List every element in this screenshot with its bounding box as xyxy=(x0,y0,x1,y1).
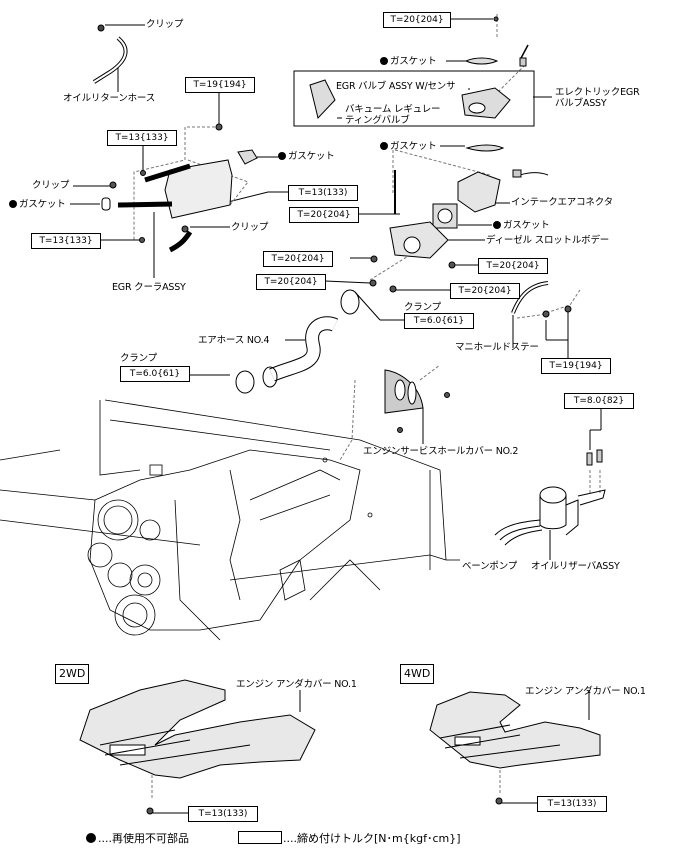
legend-non-reusable-text: ....再使用不可部品 xyxy=(98,832,189,845)
non-reusable-icon xyxy=(380,57,388,65)
gasket-text: ガスケット xyxy=(390,56,437,67)
label-clamp-upper: クランプ xyxy=(404,302,441,313)
label-oil-reservoir: オイルリザーバASSY xyxy=(531,561,620,572)
non-reusable-icon xyxy=(493,221,501,229)
clip-drawing xyxy=(97,24,105,32)
torque-under-cover-2wd: T=13(133) xyxy=(188,806,258,822)
label-clip-lower: クリップ xyxy=(231,222,269,233)
label-electric-egr-2: バルブASSY xyxy=(555,98,607,109)
label-under-cover-4wd: エンジン アンダカバー NO.1 xyxy=(525,686,646,697)
non-reusable-icon xyxy=(380,142,388,150)
oil-reservoir-drawing xyxy=(494,449,606,546)
label-vacuum-reg-valve-1: バキューム レギュレー xyxy=(345,104,441,115)
label-gasket-throttle: ガスケット xyxy=(493,220,550,231)
torque-cooler-upper-nut: T=13{133} xyxy=(107,130,177,146)
torque-throttle-nut-left: T=20{204} xyxy=(263,251,333,267)
torque-connector-long-bolt: T=20{204} xyxy=(289,207,359,223)
egr-cooler-drawing xyxy=(101,123,258,253)
torque-manifold-stay-bolts: T=19{194} xyxy=(541,358,611,374)
label-egr-cooler: EGR クーラASSY xyxy=(112,282,186,293)
non-reusable-icon xyxy=(86,833,96,843)
bolt-4wd xyxy=(495,797,503,805)
under-cover-2wd-drawing xyxy=(79,679,316,779)
label-intake-air-connector: インテークエアコネクタ xyxy=(511,197,613,208)
oil-return-hose-drawing xyxy=(92,36,128,84)
torque-clamp-lower: T=6.0{61} xyxy=(120,366,190,382)
variant-2wd-badge: 2WD xyxy=(55,664,90,684)
legend-torque-text: ....締め付けトルク[N･m{kgf･cm}] xyxy=(283,832,461,845)
label-gasket-intake-top: ガスケット xyxy=(380,141,437,152)
label-gasket-egr-top: ガスケット xyxy=(380,56,437,67)
label-vane-pump: ベーンポンプ xyxy=(462,561,518,572)
torque-cooler-lower-nut: T=13{133} xyxy=(31,233,101,249)
torque-reservoir-bolts: T=8.0{82} xyxy=(564,393,634,409)
torque-cooler-top-bolt: T=19{194} xyxy=(185,77,255,93)
label-oil-return-hose: オイルリターンホース xyxy=(63,93,156,104)
gasket-text: ガスケット xyxy=(390,141,437,152)
torque-under-cover-4wd: T=13(133) xyxy=(537,796,607,812)
legend-non-reusable: ....再使用不可部品 xyxy=(86,830,189,846)
torque-clamp-upper: T=6.0{61} xyxy=(404,313,474,329)
engine-drawing xyxy=(0,399,460,641)
egr-valve-drawing xyxy=(309,16,529,120)
label-diesel-throttle-body: ディーゼル スロットルボデー xyxy=(486,235,610,246)
non-reusable-icon xyxy=(278,152,286,160)
non-reusable-icon xyxy=(9,200,17,208)
torque-cooler-side-bolt: T=13(133) xyxy=(288,185,358,201)
label-manifold-stay: マニホールドステー xyxy=(455,342,539,353)
gasket-text: ガスケット xyxy=(288,151,335,162)
label-clip-left: クリップ xyxy=(32,180,70,191)
throttle-body-drawing xyxy=(369,144,549,293)
torque-box-icon xyxy=(238,831,282,844)
torque-egr-valve-nut: T=20{204} xyxy=(383,12,451,28)
air-hose-drawing xyxy=(235,289,360,394)
bolt-2wd xyxy=(146,807,154,815)
torque-throttle-nut-right: T=20{204} xyxy=(478,258,548,274)
torque-throttle-bolt-left: T=20{204} xyxy=(256,274,326,290)
gasket-text: ガスケット xyxy=(19,199,66,210)
label-air-hose-no4: エアホース NO.4 xyxy=(198,335,270,346)
legend-torque: ....締め付けトルク[N･m{kgf･cm}] xyxy=(238,830,461,846)
dashed-guides xyxy=(133,12,601,800)
under-cover-4wd-drawing xyxy=(429,691,601,769)
label-vacuum-reg-valve-2: ティングバルブ xyxy=(345,115,410,126)
torque-throttle-bolt-right: T=20{204} xyxy=(450,283,520,299)
variant-4wd-badge: 4WD xyxy=(400,664,435,684)
label-electric-egr-1: エレクトリックEGR xyxy=(555,87,640,98)
label-under-cover-2wd: エンジン アンダカバー NO.1 xyxy=(236,679,357,690)
label-gasket-cooler-right: ガスケット xyxy=(278,151,335,162)
manifold-stay-drawing xyxy=(511,281,572,318)
label-clamp-lower: クランプ xyxy=(120,353,157,364)
label-egr-valve-w-sensor: EGR バルブ ASSY W/センサ xyxy=(336,81,456,92)
service-hole-cover-drawing xyxy=(384,369,450,433)
label-gasket-left: ガスケット xyxy=(9,199,66,210)
label-clip-top: クリップ xyxy=(146,19,184,30)
label-service-hole-cover: エンジンサービスホールカバー NO.2 xyxy=(363,446,519,457)
egr-valve-group-frame xyxy=(293,70,535,127)
gasket-text: ガスケット xyxy=(503,220,550,231)
